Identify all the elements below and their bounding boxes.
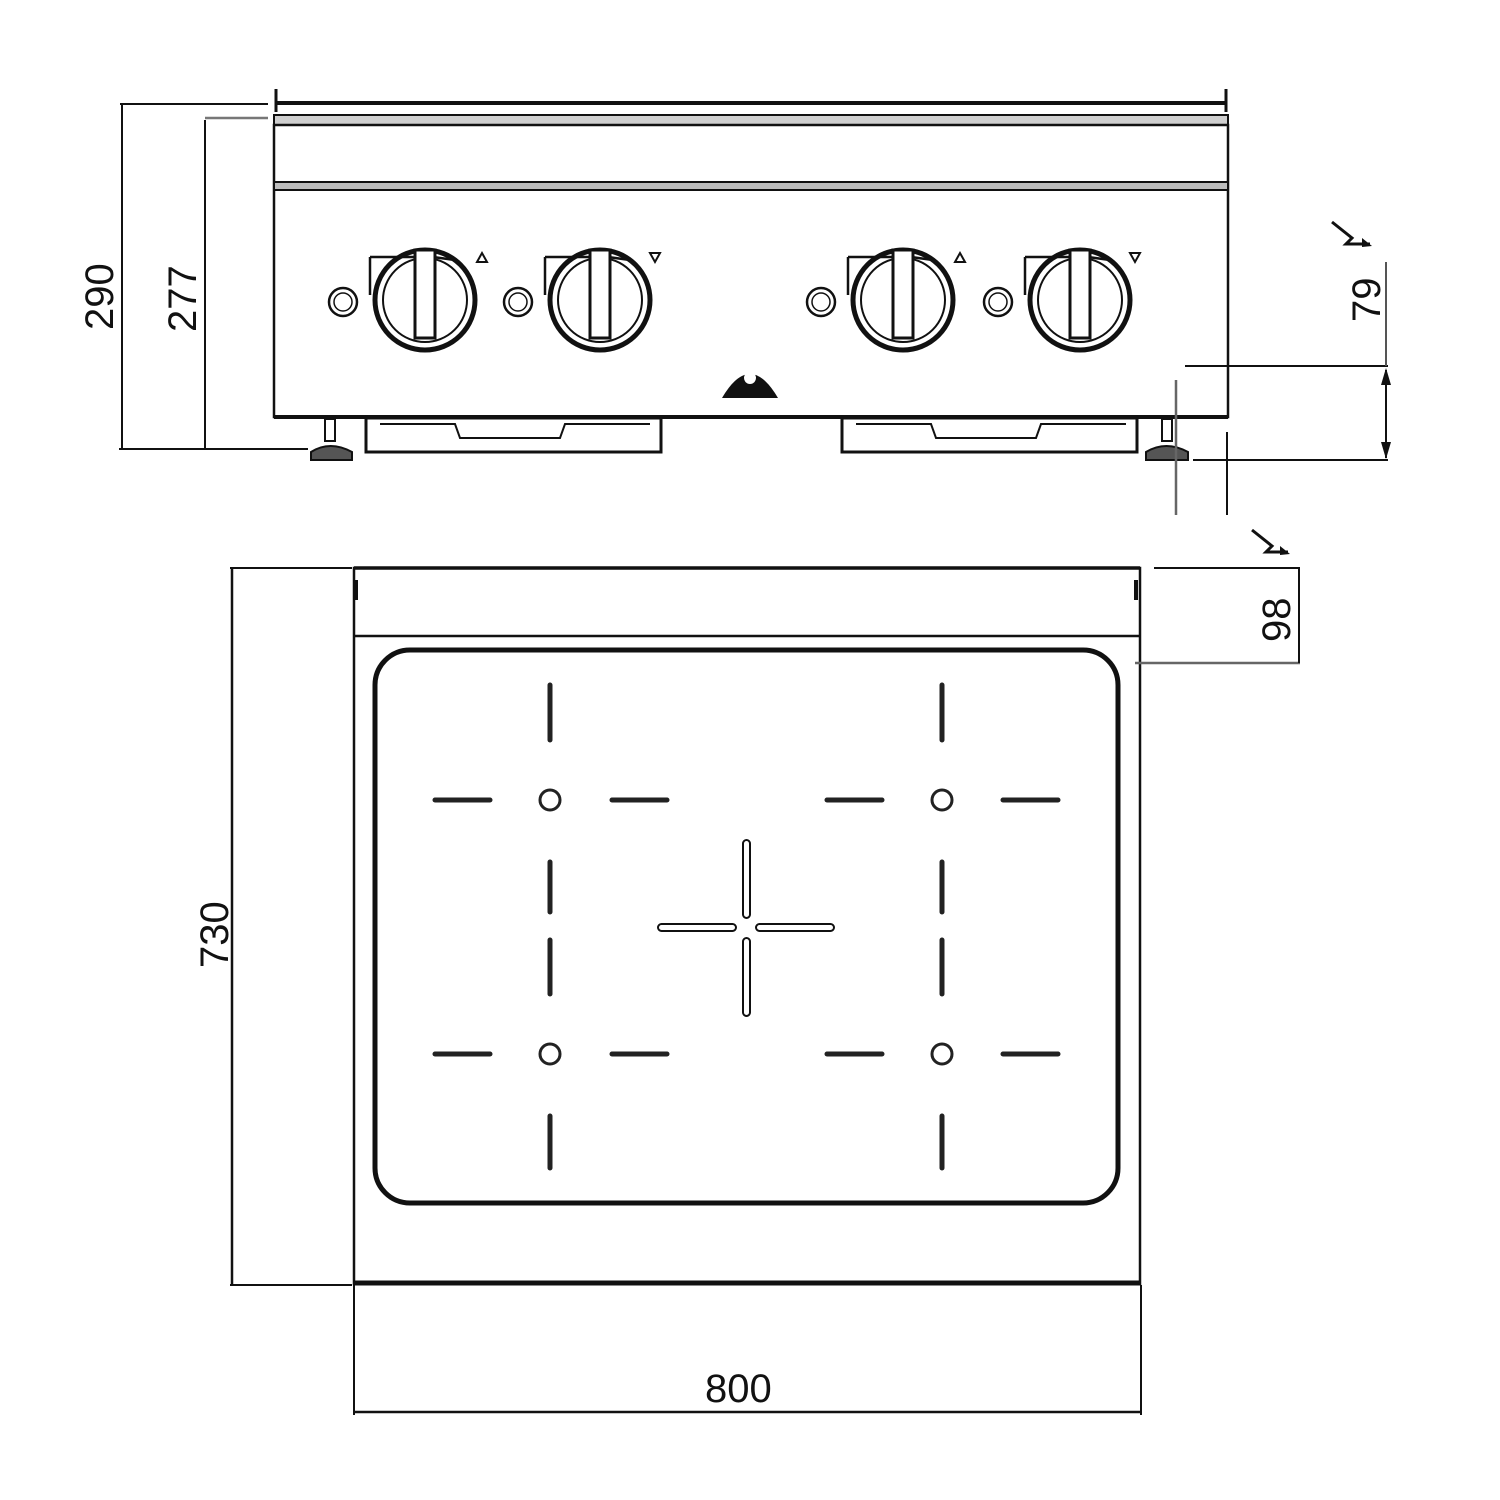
knob-2 xyxy=(502,247,662,353)
top-view: 730 800 98 xyxy=(193,528,1300,1415)
badge-icon xyxy=(722,372,778,398)
knob-4 xyxy=(982,247,1142,353)
foot-right xyxy=(1145,418,1189,461)
center-cross-icon xyxy=(657,839,835,1017)
dimension-connection-offset: 98 xyxy=(1255,598,1299,643)
cooking-zone-3 xyxy=(432,937,670,1171)
ceramic-glass-top xyxy=(372,647,1121,1206)
dimension-connection-height: 79 xyxy=(1345,278,1389,323)
cooking-zone-1 xyxy=(432,682,670,915)
electric-connection-icon xyxy=(1251,528,1290,555)
cooking-zone-4 xyxy=(824,937,1061,1171)
dimension-width: 800 xyxy=(705,1367,772,1411)
knob-1 xyxy=(327,247,489,353)
foot-left xyxy=(310,418,353,461)
dimension-body-height: 277 xyxy=(161,265,205,332)
bracket-right xyxy=(840,416,1139,454)
bracket-left xyxy=(364,416,663,454)
cooking-zone-2 xyxy=(824,682,1061,915)
dimension-overall-height: 290 xyxy=(78,263,122,330)
front-view: 290 277 79 xyxy=(78,89,1391,515)
electric-connection-icon xyxy=(1331,220,1372,247)
dimension-depth: 730 xyxy=(193,901,237,968)
knob-3 xyxy=(805,247,967,353)
